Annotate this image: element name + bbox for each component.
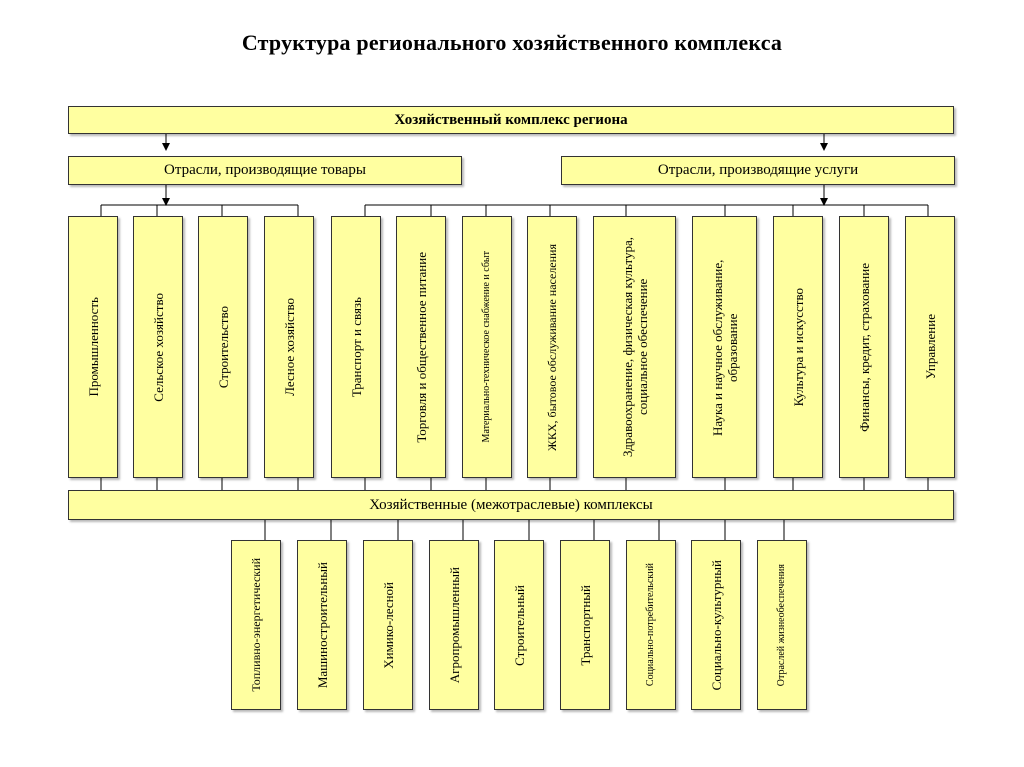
goods-branch-box: Отрасли, производящие товары xyxy=(68,156,462,185)
complex-label: Строительный xyxy=(511,584,527,666)
complex-label: Транспортный xyxy=(577,584,593,666)
complex-life-support: Отраслей жизнеобеспечения xyxy=(757,540,807,710)
complex-transport: Транспортный xyxy=(560,540,610,710)
service-sector-label: Транспорт и связь xyxy=(348,296,364,398)
complex-label: Отраслей жизнеобеспечения xyxy=(776,563,787,687)
service-sector-supply: Материально-техническое снабжение и сбыт xyxy=(462,216,512,478)
service-sector-management: Управление xyxy=(905,216,955,478)
service-sector-label: Управление xyxy=(922,314,938,380)
service-sector-culture: Культура и искусство xyxy=(773,216,823,478)
service-sector-label: Наука и научное обслуживание, образовани… xyxy=(709,258,740,436)
goods-sector-label: Сельское хозяйство xyxy=(150,292,166,402)
complex-agro-industrial: Агропромышленный xyxy=(429,540,479,710)
service-sector-trade: Торговля и общественное питание xyxy=(396,216,446,478)
goods-sector-label: Строительство xyxy=(215,305,231,389)
goods-sector-label: Промышленность xyxy=(85,297,101,397)
service-sector-housing: ЖКХ, бытовое обслуживание населения xyxy=(527,216,577,478)
complex-label: Топливно-энергетический xyxy=(249,558,263,692)
service-sector-science: Наука и научное обслуживание, образовани… xyxy=(692,216,757,478)
root-box: Хозяйственный комплекс региона xyxy=(68,106,954,134)
service-sector-transport: Транспорт и связь xyxy=(331,216,381,478)
goods-sector-industry: Промышленность xyxy=(68,216,118,478)
goods-sector-construction: Строительство xyxy=(198,216,248,478)
service-sector-label: Культура и искусство xyxy=(790,287,806,407)
complex-machine-building: Машиностроительный xyxy=(297,540,347,710)
page-title: Структура регионального хозяйственного к… xyxy=(241,30,783,55)
service-sector-label: ЖКХ, бытовое обслуживание населения xyxy=(545,243,559,451)
complex-chemical-forest: Химико-лесной xyxy=(363,540,413,710)
service-sector-label: Торговля и общественное питание xyxy=(413,251,429,443)
complex-label: Социально-культурный xyxy=(708,559,724,691)
goods-sector-label: Лесное хозяйство xyxy=(281,298,297,396)
complex-social-cultural: Социально-культурный xyxy=(691,540,741,710)
services-branch-label: Отрасли, производящие услуги xyxy=(657,162,859,178)
goods-branch-label: Отрасли, производящие товары xyxy=(164,162,366,178)
complex-label: Машиностроительный xyxy=(314,561,330,689)
services-branch-box: Отрасли, производящие услуги xyxy=(561,156,955,185)
intersectoral-box: Хозяйственные (межотраслевые) комплексы xyxy=(68,490,954,520)
complex-fuel-energy: Топливно-энергетический xyxy=(231,540,281,710)
service-sector-label: Материально-техническое снабжение и сбыт xyxy=(481,251,492,443)
service-sector-label: Финансы, кредит, страхование xyxy=(856,262,872,432)
service-sector-finance: Финансы, кредит, страхование xyxy=(839,216,889,478)
service-sector-label: Здравоохранение, физическая культура, со… xyxy=(619,237,650,457)
service-sector-health: Здравоохранение, физическая культура, со… xyxy=(593,216,676,478)
complex-label: Социально-потребительский xyxy=(645,563,656,687)
goods-sector-forestry: Лесное хозяйство xyxy=(264,216,314,478)
goods-sector-agriculture: Сельское хозяйство xyxy=(133,216,183,478)
complex-label: Химико-лесной xyxy=(380,581,396,669)
complex-label: Агропромышленный xyxy=(446,566,462,684)
complex-construction: Строительный xyxy=(494,540,544,710)
intersectoral-label: Хозяйственные (межотраслевые) комплексы xyxy=(369,496,653,513)
root-label: Хозяйственный комплекс региона xyxy=(394,111,628,128)
complex-social-consumer: Социально-потребительский xyxy=(626,540,676,710)
